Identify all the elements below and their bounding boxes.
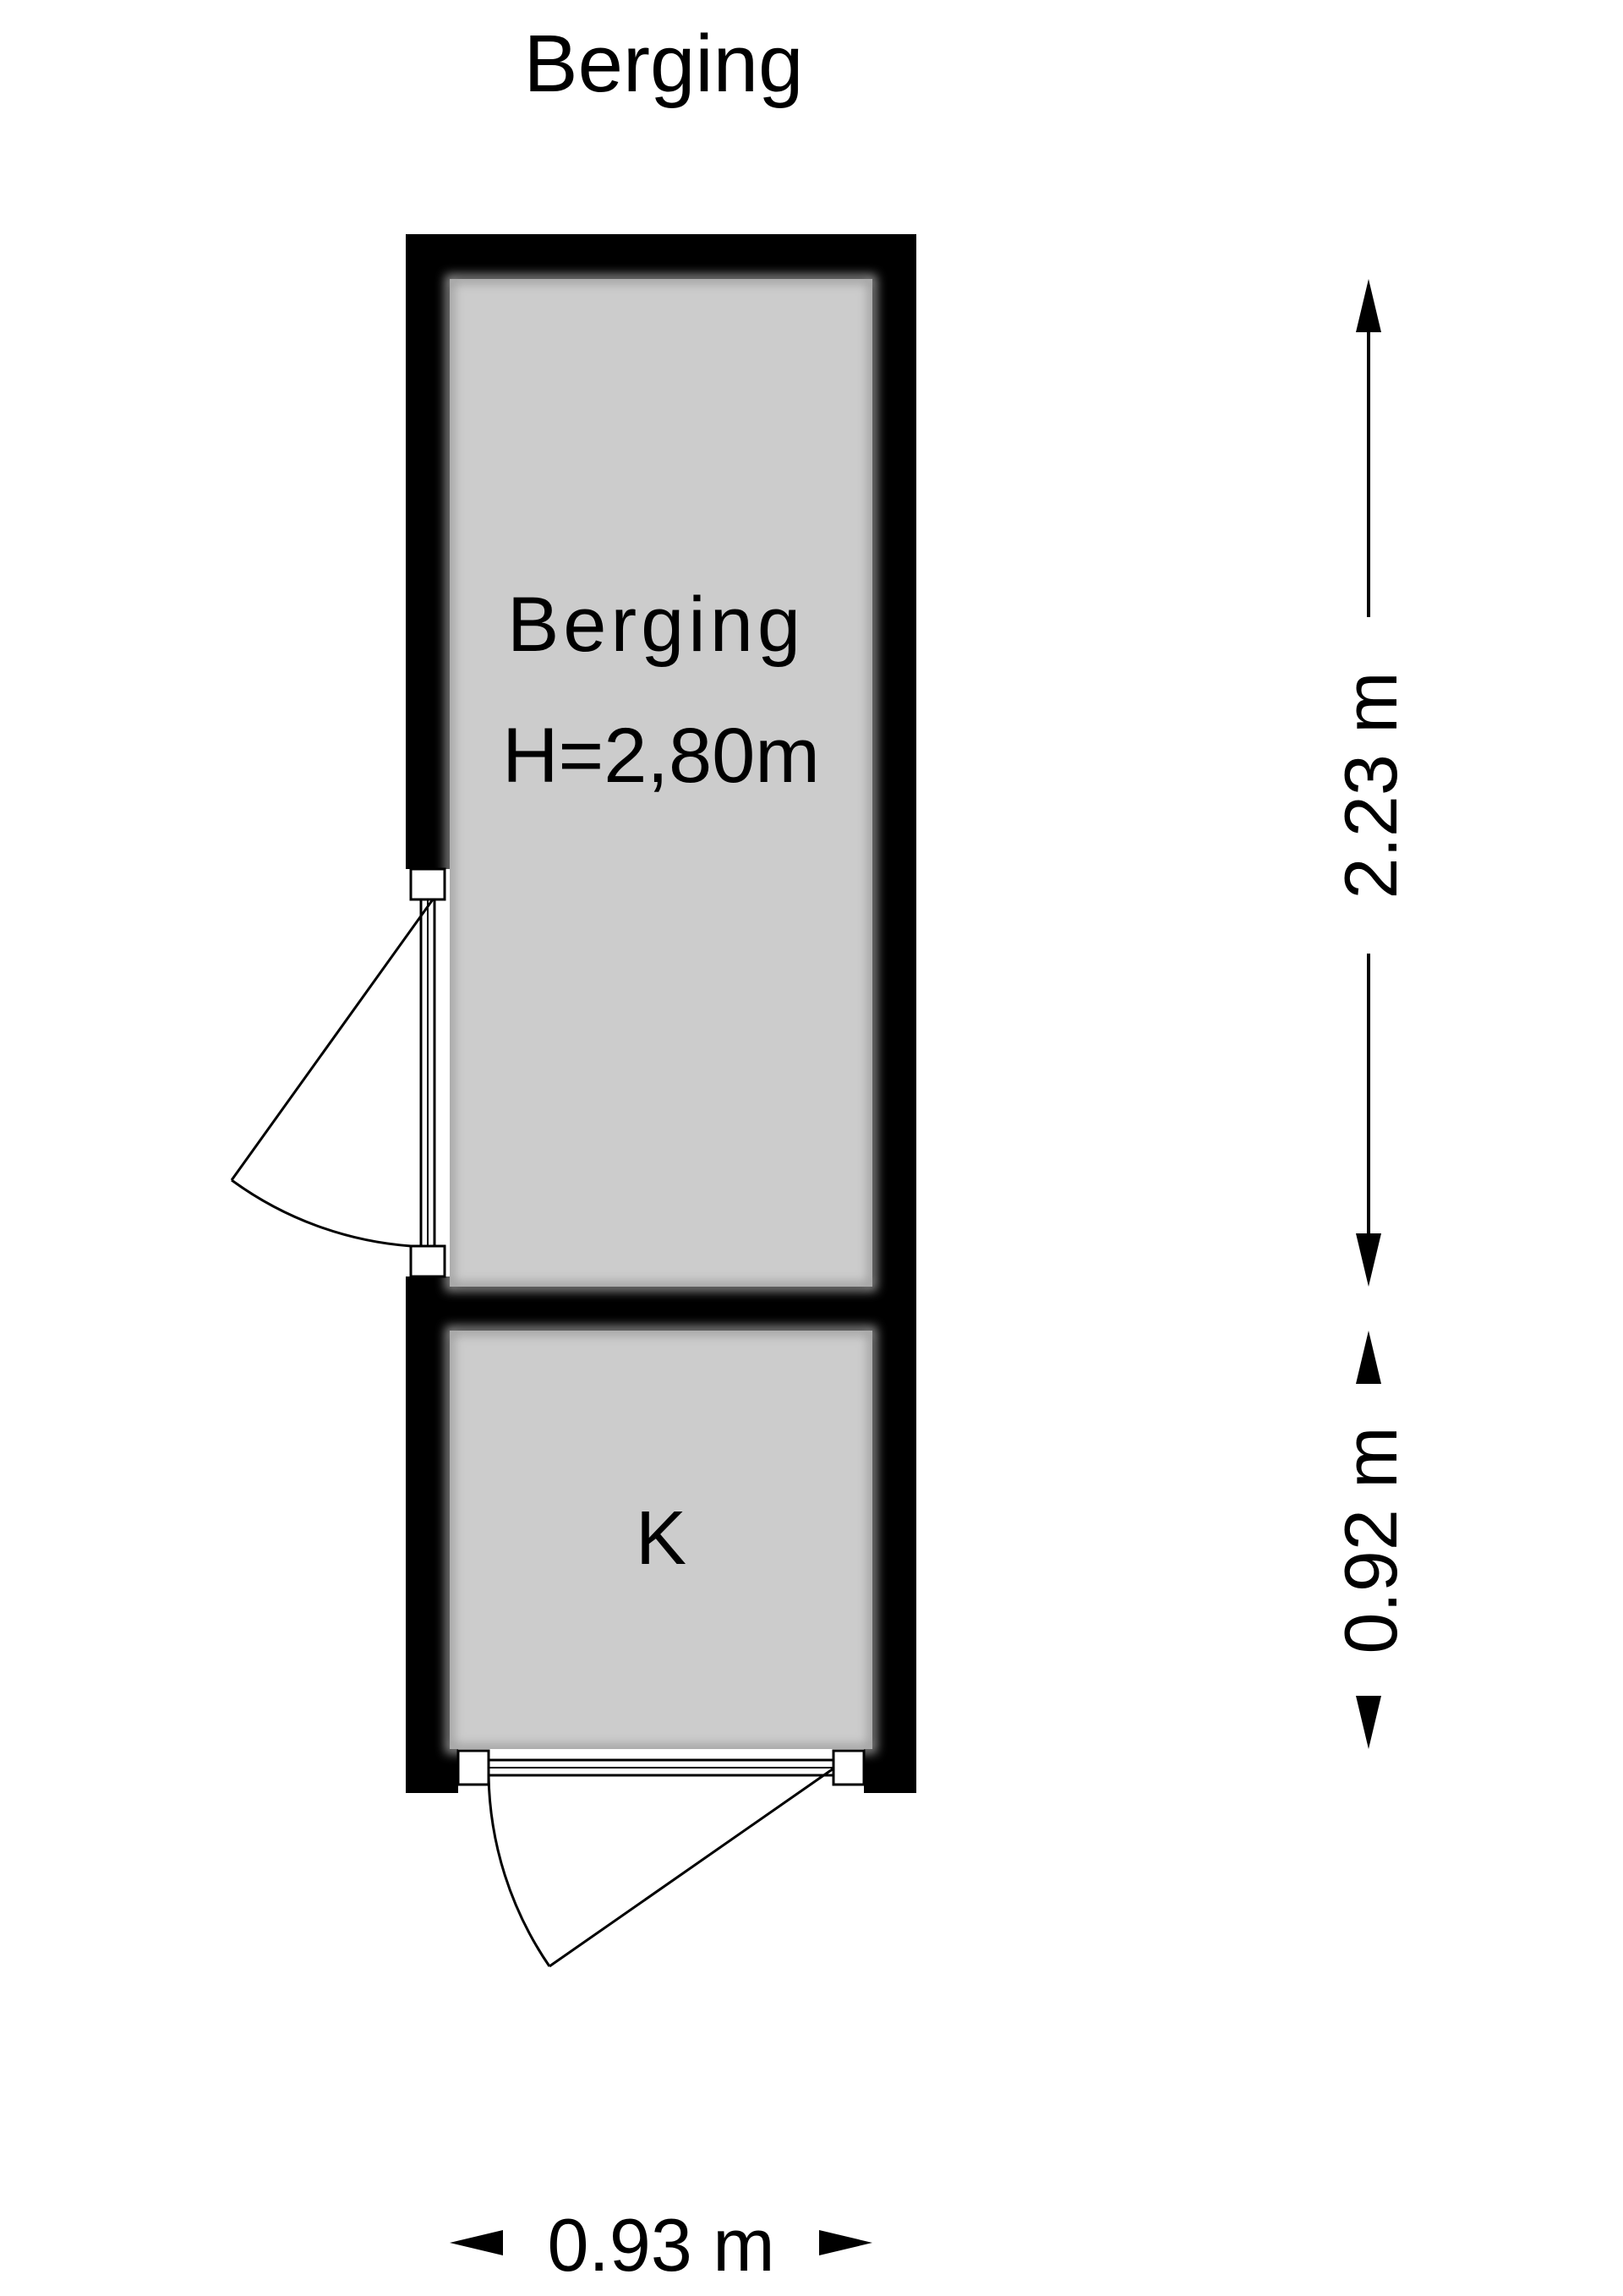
- dimension-arrow-up-icon: [1356, 1331, 1381, 1384]
- page-title: Berging: [524, 19, 804, 109]
- dimension-arrow-down-icon: [1356, 1696, 1381, 1749]
- dimension-kast: 0.92 m: [1329, 1331, 1413, 1749]
- berging-floor: [450, 279, 872, 1287]
- berging-height-label: H=2,80m: [502, 713, 820, 799]
- front-door: [456, 1749, 866, 1968]
- dimension-berging: 2.23 m: [1329, 279, 1413, 1287]
- kast-floor: [450, 1331, 872, 1749]
- berging-room-label: Berging: [507, 582, 805, 668]
- berging-floor-shade: [445, 275, 877, 1291]
- front-door-swing-icon: [487, 1767, 834, 1968]
- dimension-width-label: 0.93 m: [547, 2203, 774, 2287]
- kast-room-label: K: [636, 1496, 686, 1581]
- dimension-arrow-right-icon: [819, 2230, 872, 2255]
- dimension-width: 0.93 m: [450, 2203, 872, 2287]
- dimension-kast-label: 0.92 m: [1329, 1426, 1413, 1654]
- dimension-arrow-up-icon: [1356, 279, 1381, 332]
- side-door: [230, 867, 450, 1278]
- dimension-arrow-down-icon: [1356, 1233, 1381, 1287]
- dimension-arrow-left-icon: [450, 2230, 503, 2255]
- side-door-swing-icon: [230, 899, 434, 1248]
- dimension-berging-label: 2.23 m: [1329, 671, 1413, 899]
